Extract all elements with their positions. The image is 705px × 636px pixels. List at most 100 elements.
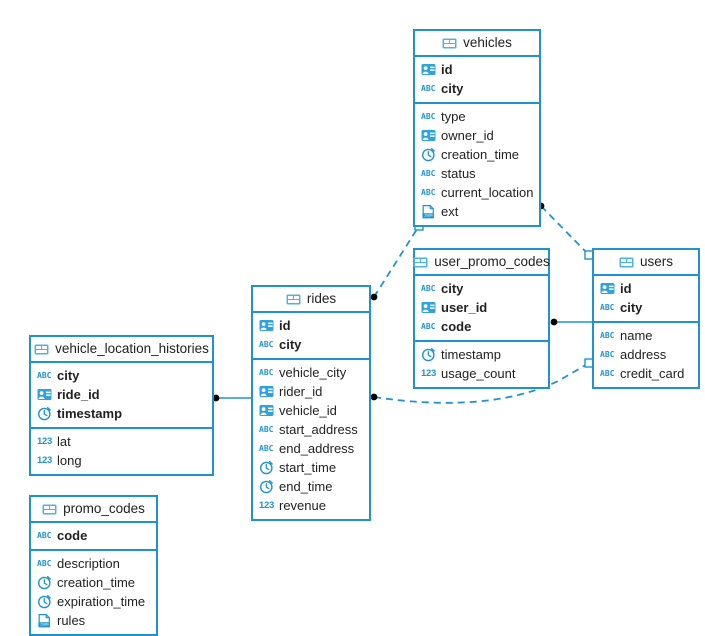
id-card-icon [600,281,615,296]
id-card-icon [421,62,436,77]
abc-string-icon: ABC [421,169,436,178]
abc-string-icon: ABC [37,371,52,380]
json-document-icon: JSON [37,613,52,628]
column-field-expiration_time[interactable]: expiration_time [31,592,156,611]
abc-string-icon: ABC [37,559,52,568]
column-field-end_time[interactable]: end_time [253,477,369,496]
table-grid-icon [286,292,301,307]
field-label: user_id [441,300,488,315]
clock-timestamp-icon [37,406,52,421]
field-label: city [441,81,464,96]
column-field-vehicle_id[interactable]: vehicle_id [253,401,369,420]
entity-header-users[interactable]: users [594,250,698,276]
abc-string-icon: ABC [600,303,615,312]
field-label: city [620,300,643,315]
clock-timestamp-icon [421,347,436,362]
field-label: description [57,556,120,571]
123-number-icon: 123 [259,500,274,511]
abc-string-icon: ABC [600,331,615,340]
field-label: city [279,337,302,352]
123-number-icon: 123 [421,368,436,379]
column-field-rider_id[interactable]: rider_id [253,382,369,401]
column-field-type[interactable]: ABC type [415,107,539,126]
abc-string-icon: ABC [259,340,274,349]
id-card-icon [37,387,52,402]
clock-timestamp-icon [37,575,52,590]
primary-key-field-id[interactable]: id [594,279,698,298]
primary-key-field-city[interactable]: ABC city [594,298,698,317]
entity-title: vehicles [463,35,512,51]
primary-key-field-city[interactable]: ABC city [253,335,369,354]
field-label: ext [441,204,459,219]
entity-header-user_promo_codes[interactable]: user_promo_codes [413,250,550,276]
entity-header-promo_codes[interactable]: promo_codes [31,497,156,523]
field-label: type [441,109,466,124]
column-field-start_address[interactable]: ABC start_address [253,420,369,439]
abc-string-icon: ABC [421,284,436,293]
column-field-ext[interactable]: JSON ext [415,202,539,221]
primary-key-field-id[interactable]: id [253,316,369,335]
id-card-icon [421,128,436,143]
primary-key-field-timestamp[interactable]: timestamp [31,404,212,423]
clock-timestamp-icon [259,479,274,494]
column-field-creation_time[interactable]: creation_time [31,573,156,592]
entity-header-vehicle_location_histories[interactable]: vehicle_location_histories [31,337,212,363]
edge-endpoint-dot [550,318,558,326]
field-label: end_address [279,441,355,456]
abc-string-icon: ABC [600,350,615,359]
field-label: address [620,347,667,362]
entity-title: user_promo_codes [434,254,550,270]
column-field-usage_count[interactable]: 123 usage_count [415,364,548,383]
field-label: ride_id [57,387,100,402]
field-label: usage_count [441,366,516,381]
abc-string-icon: ABC [421,112,436,121]
column-field-start_time[interactable]: start_time [253,458,369,477]
field-label: current_location [441,185,534,200]
column-field-description[interactable]: ABC description [31,554,156,573]
entity-title: users [639,254,673,270]
abc-string-icon: ABC [259,425,274,434]
primary-key-field-user_id[interactable]: user_id [415,298,548,317]
column-section: timestamp 123 usage_count [415,342,548,387]
column-field-address[interactable]: ABC address [594,345,698,364]
column-field-timestamp[interactable]: timestamp [415,345,548,364]
primary-key-field-id[interactable]: id [415,60,539,79]
json-document-icon: JSON [421,204,436,219]
entity-header-vehicles[interactable]: vehicles [415,31,539,57]
entity-header-rides[interactable]: rides [253,287,369,313]
field-label: end_time [279,479,333,494]
column-field-owner_id[interactable]: owner_id [415,126,539,145]
field-label: creation_time [441,147,520,162]
abc-string-icon: ABC [37,531,52,540]
123-number-icon: 123 [37,436,52,447]
field-label: start_address [279,422,358,437]
column-field-end_address[interactable]: ABC end_address [253,439,369,458]
abc-string-icon: ABC [259,444,274,453]
column-field-creation_time[interactable]: creation_time [415,145,539,164]
primary-key-field-ride_id[interactable]: ride_id [31,385,212,404]
